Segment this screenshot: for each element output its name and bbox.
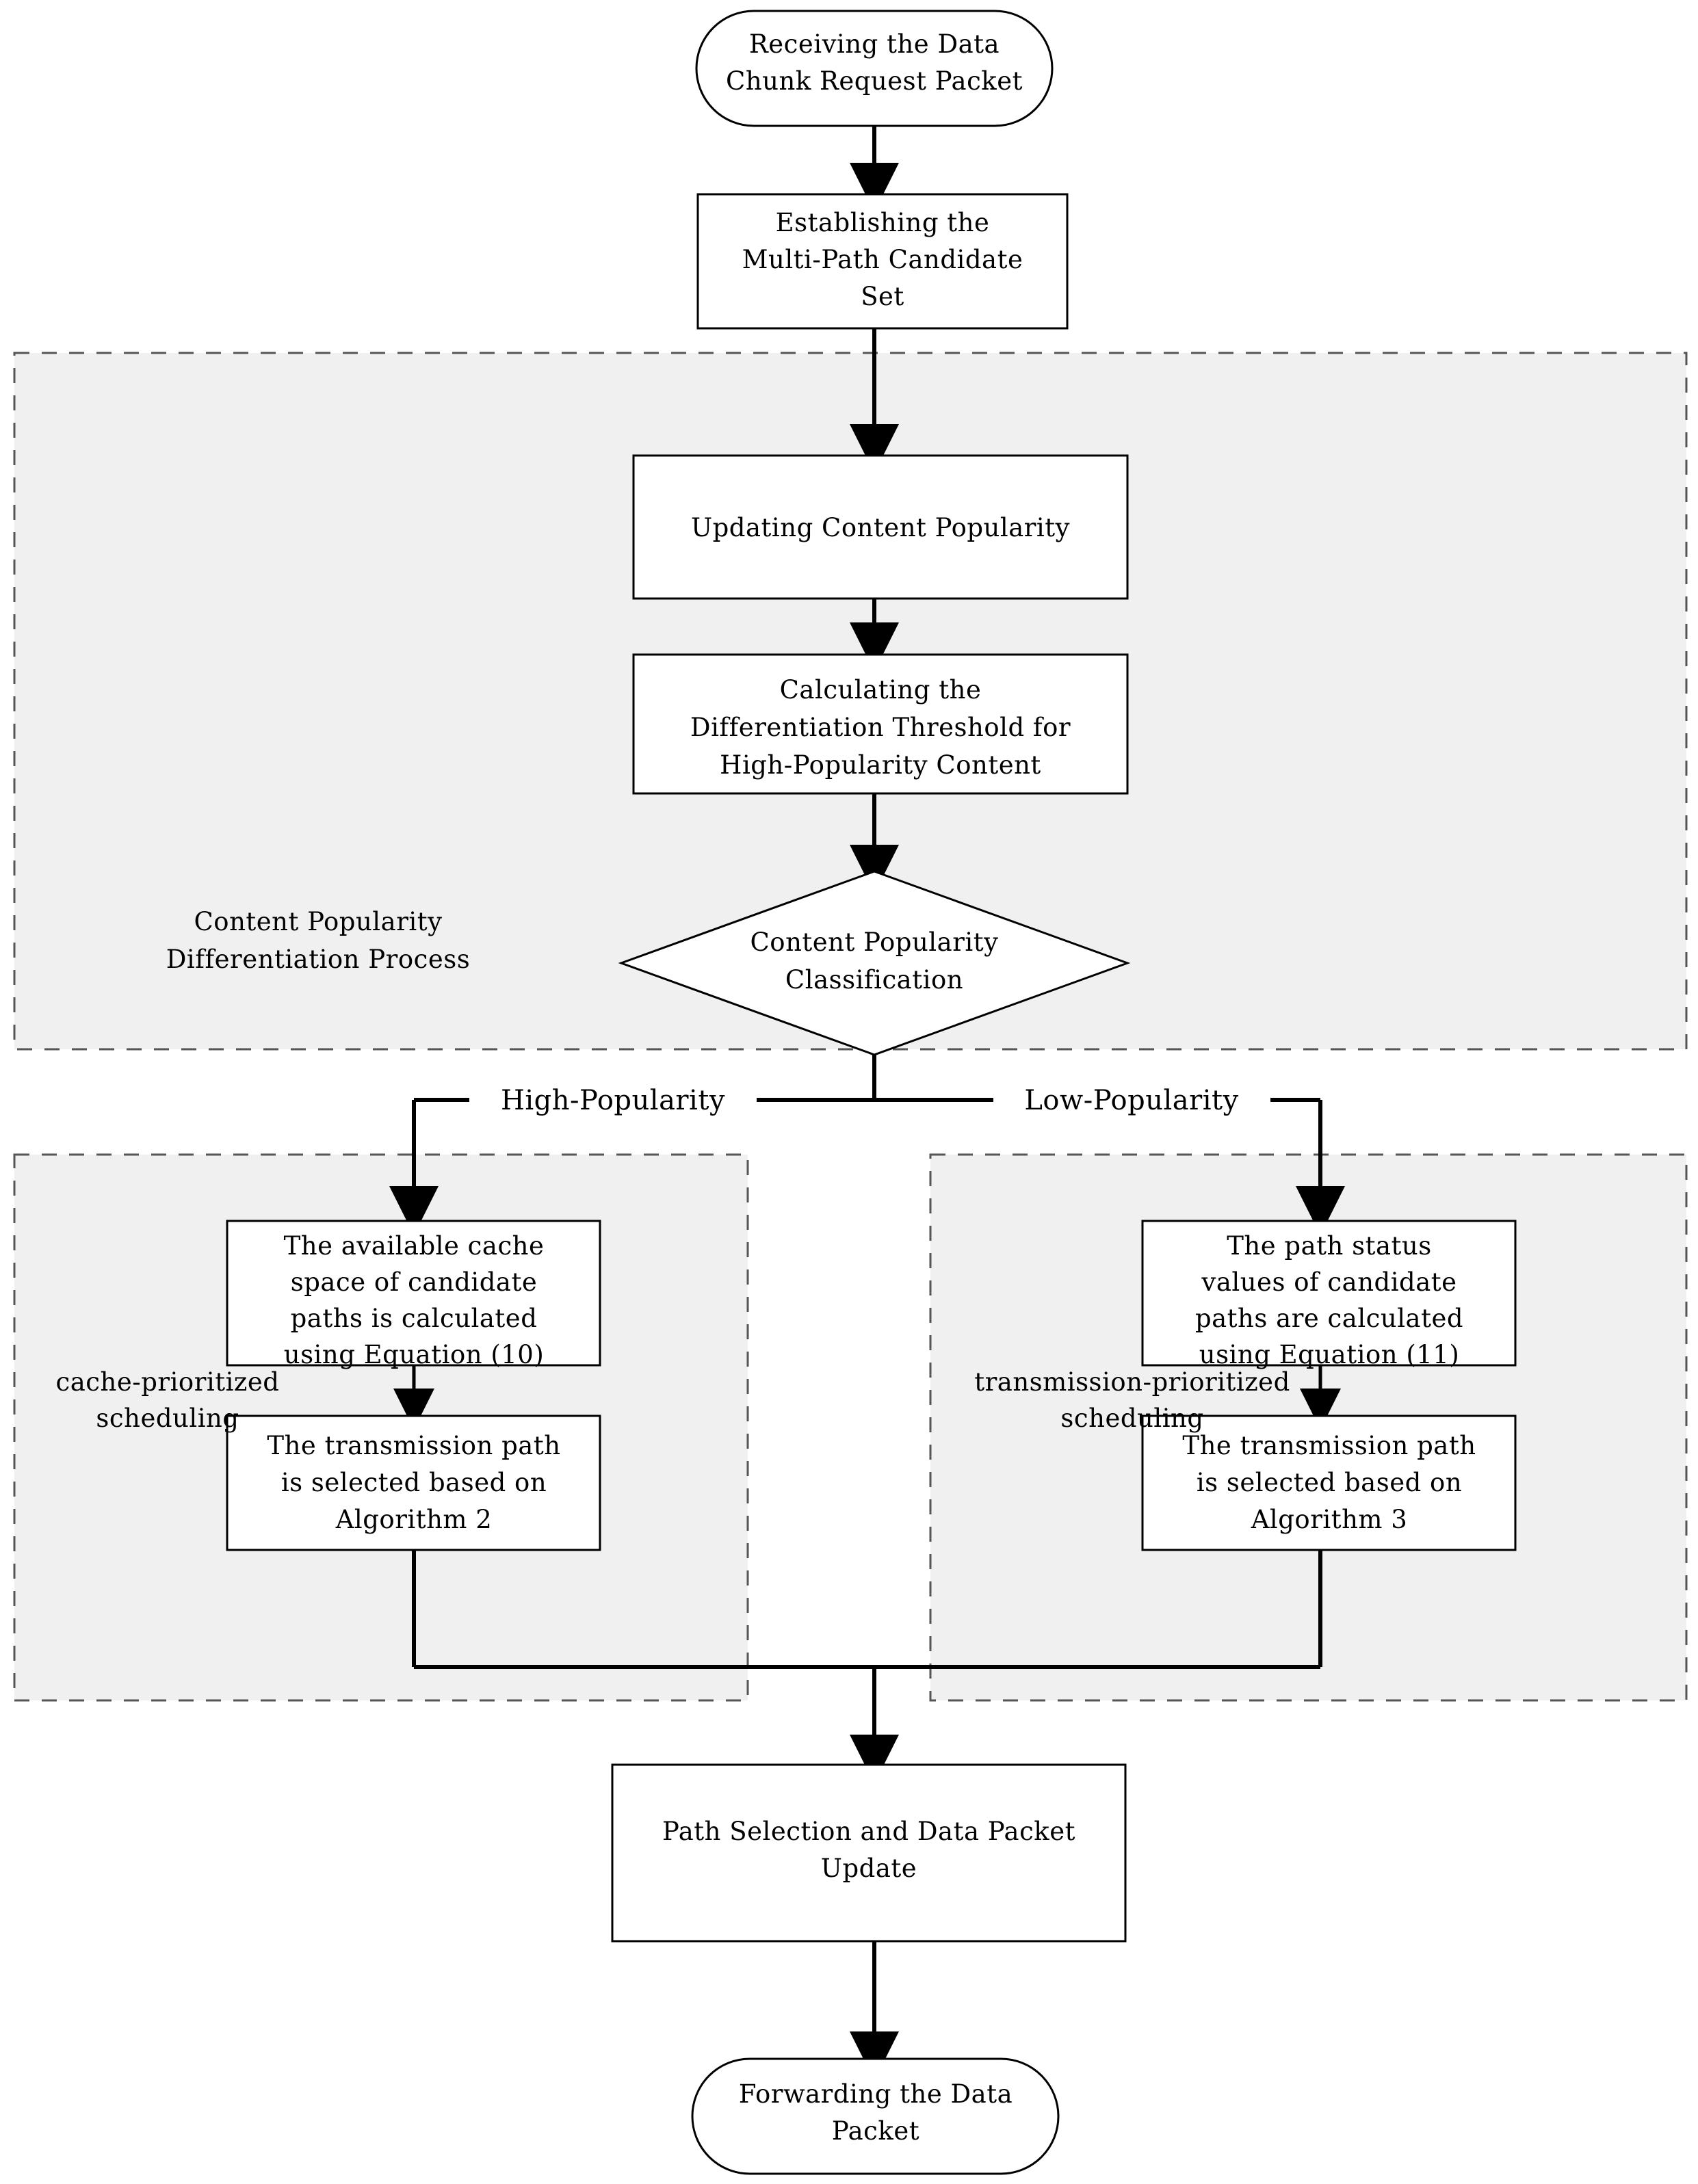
node-establish-label-2: Multi-Path Candidate — [742, 245, 1023, 274]
node-status-calc-box[interactable] — [1141, 1220, 1517, 1367]
group-label-differentiation-2: Differentiation Process — [166, 945, 470, 974]
node-status-select-label-1: The transmission path — [1182, 1431, 1476, 1460]
node-status-select-label-2: is selected based on — [1197, 1468, 1462, 1497]
node-calc-threshold-label-3: High-Popularity Content — [720, 750, 1041, 780]
node-end-label-1: Forwarding the Data — [739, 2079, 1013, 2109]
node-status-select-box[interactable] — [1141, 1415, 1517, 1551]
node-establish-label-1: Establishing the — [776, 208, 990, 237]
node-cache-calc-box[interactable] — [226, 1220, 601, 1367]
node-start-terminator[interactable] — [695, 10, 1054, 127]
edge-label-high-popularity-backing — [469, 1078, 757, 1122]
node-cache-select-box[interactable] — [226, 1415, 601, 1551]
group-label-cache-priority-1: cache-prioritized — [55, 1367, 279, 1397]
group-label-differentiation-1: Content Popularity — [194, 907, 442, 936]
node-classification-label-1: Content Popularity — [750, 927, 998, 957]
node-end-terminator[interactable] — [691, 2057, 1060, 2175]
node-calc-threshold-label-2: Differentiation Threshold for — [690, 713, 1071, 742]
node-classification-diamond[interactable] — [618, 870, 1131, 1056]
node-update-popularity-box[interactable] — [632, 454, 1129, 600]
node-calc-threshold-box[interactable] — [632, 653, 1129, 795]
node-path-update-box[interactable] — [611, 1763, 1127, 1943]
edge-label-low-popularity: Low-Popularity — [1024, 1085, 1238, 1116]
node-end-label-2: Packet — [832, 2116, 919, 2146]
node-status-calc-label-3: paths are calculated — [1195, 1304, 1463, 1333]
node-establish-box[interactable] — [696, 193, 1069, 330]
node-start-label-2: Chunk Request Packet — [726, 66, 1023, 96]
node-cache-calc-label-2: space of candidate — [291, 1267, 537, 1297]
node-status-calc-label-1: The path status — [1227, 1231, 1431, 1261]
node-cache-select-label-2: is selected based on — [281, 1468, 547, 1497]
node-status-calc-label-2: values of candidate — [1201, 1267, 1457, 1297]
group-label-cache-priority-2: scheduling — [96, 1404, 239, 1433]
node-cache-calc-label-3: paths is calculated — [291, 1304, 538, 1333]
node-path-update-label-2: Update — [821, 1854, 917, 1883]
node-cache-select-label-1: The transmission path — [267, 1431, 560, 1460]
node-status-calc-label-4: using Equation (11) — [1199, 1340, 1460, 1369]
group-label-transmission-priority-1: transmission-prioritized — [974, 1367, 1290, 1397]
node-start-label-1: Receiving the Data — [749, 29, 1000, 59]
node-classification-label-2: Classification — [785, 965, 963, 995]
edge-label-high-popularity: High-Popularity — [501, 1085, 725, 1116]
node-establish-label-3: Set — [861, 282, 904, 311]
node-cache-select-label-3: Algorithm 2 — [335, 1505, 493, 1534]
node-calc-threshold-label-1: Calculating the — [780, 675, 982, 705]
node-status-select-label-3: Algorithm 3 — [1251, 1505, 1408, 1534]
node-cache-calc-label-4: using Equation (10) — [284, 1340, 545, 1369]
edge-label-low-popularity-backing — [993, 1078, 1270, 1122]
node-cache-calc-label-1: The available cache — [284, 1231, 545, 1261]
node-update-popularity-label-1: Updating Content Popularity — [691, 513, 1070, 542]
group-label-transmission-priority-2: scheduling — [1060, 1404, 1203, 1433]
node-path-update-label-1: Path Selection and Data Packet — [662, 1817, 1075, 1846]
